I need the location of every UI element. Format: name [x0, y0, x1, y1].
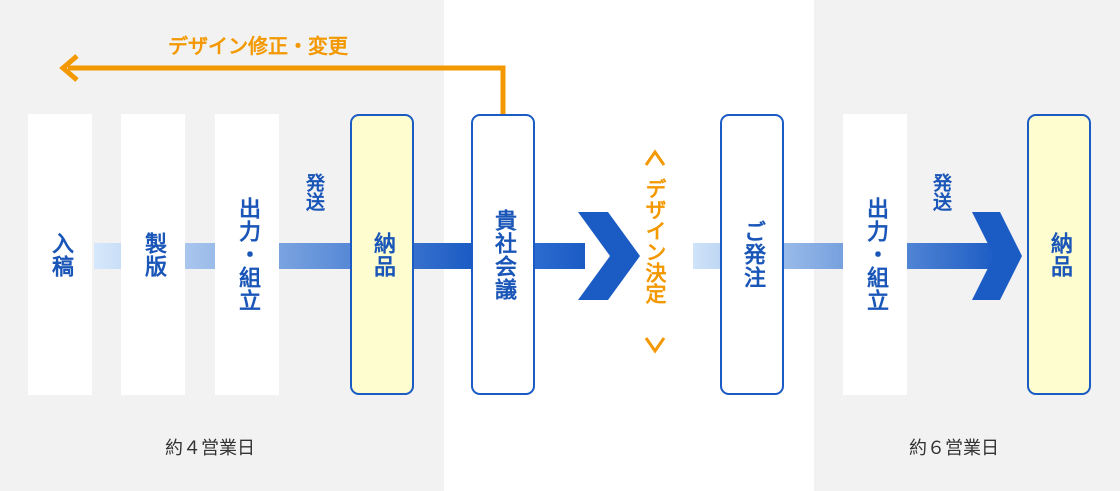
- shipping-label-left: 発送: [303, 173, 325, 211]
- decision-chevron-down: [644, 337, 666, 354]
- arrow-to-decision: [578, 212, 640, 300]
- step-label-delivery-right: 納品: [1047, 231, 1072, 278]
- duration-right: 約６営業日: [909, 438, 999, 459]
- meeting-label: 貴社会議: [491, 208, 516, 301]
- order-box: ご発注: [720, 114, 784, 395]
- duration-left: 約４営業日: [165, 438, 255, 459]
- meeting-box: 貴社会議: [471, 114, 535, 395]
- step-box-platemaking: 製版: [121, 114, 185, 395]
- decision-chevron-up: [644, 149, 666, 166]
- feedback-arrowhead: [59, 54, 79, 82]
- feedback-loop-line: [68, 65, 506, 114]
- step-box-delivery-left: 納品: [350, 114, 414, 395]
- step-box-delivery-right: 納品: [1027, 114, 1091, 395]
- feedback-label: デザイン修正・変更: [168, 34, 348, 58]
- flow-band-meeting: [535, 243, 585, 269]
- step-label-submission: 入稿: [48, 231, 73, 278]
- shipping-label-right: 発送: [930, 173, 952, 211]
- step-label-output-assembly-right: 出力・組立: [863, 197, 888, 312]
- decision-label: デザイン決定: [643, 178, 667, 304]
- step-label-output-assembly: 出力・組立: [235, 197, 260, 312]
- arrow-to-delivery: [972, 212, 1022, 300]
- step-box-output-assembly-right: 出力・組立: [843, 114, 907, 395]
- step-box-submission: 入稿: [28, 114, 92, 395]
- step-box-output-assembly: 出力・組立: [215, 114, 279, 395]
- step-label-platemaking: 製版: [141, 231, 166, 278]
- step-label-delivery-left: 納品: [370, 231, 395, 278]
- order-label: ご発注: [740, 220, 765, 289]
